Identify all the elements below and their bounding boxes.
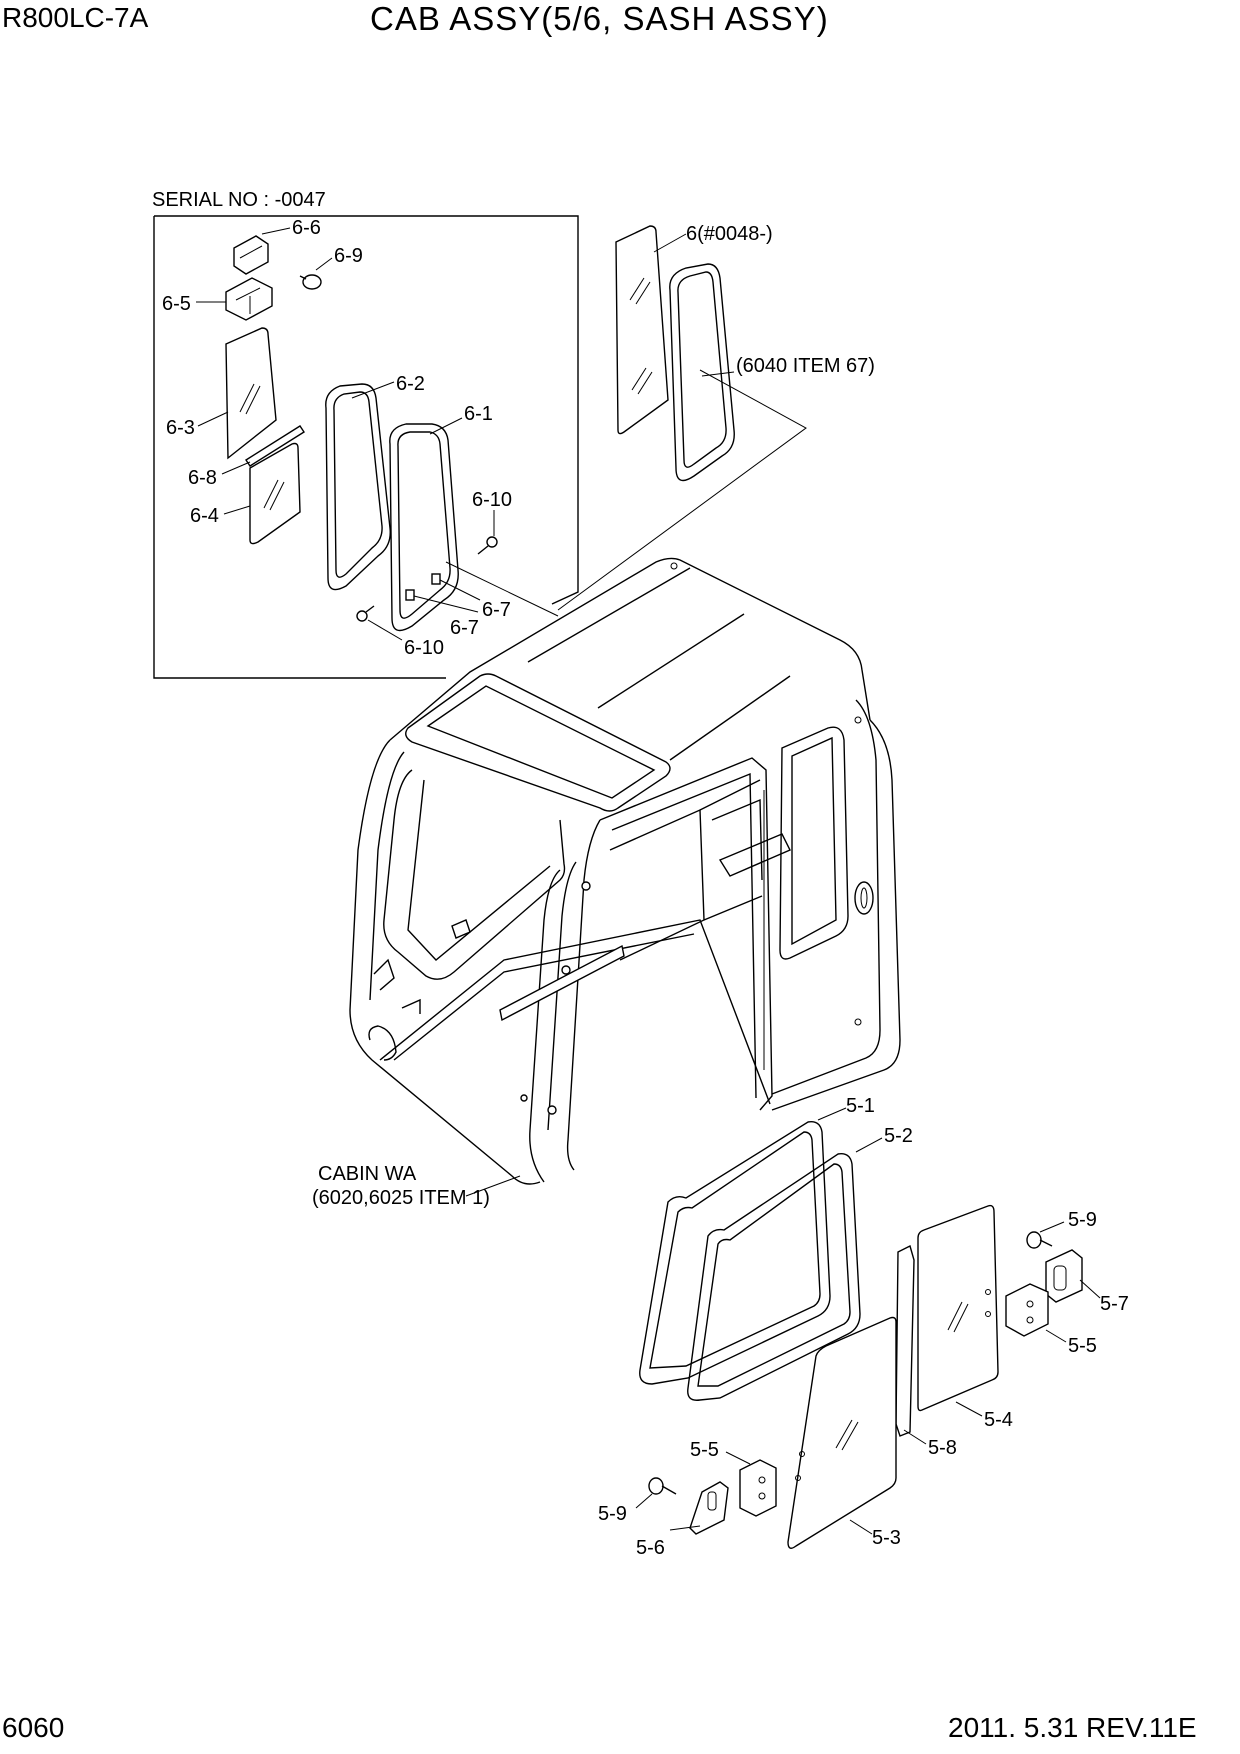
bolt-6-9 — [299, 274, 322, 290]
upper-glass-6-3 — [225, 327, 277, 460]
page-title: CAB ASSY(5/6, SASH ASSY) — [370, 0, 829, 37]
serial-inset-box: SERIAL NO : -0047 — [152, 189, 579, 679]
cabin-wa-label: CABIN WA — [318, 1163, 417, 1185]
seal-strip-6-8 — [245, 425, 305, 467]
revision-date: 2011. 5.31 REV.11E — [948, 1712, 1197, 1743]
callout-6-10-upper: 6-10 — [472, 489, 512, 511]
ref-6040-item-67: (6040 ITEM 67) — [736, 355, 875, 377]
callout-6-2: 6-2 — [396, 373, 425, 395]
callout-6-6: 6-6 — [292, 217, 321, 239]
callout-6-5: 6-5 — [162, 293, 191, 315]
callout-6-3: 6-3 — [166, 417, 195, 439]
callout-5-1: 5-1 — [846, 1095, 875, 1117]
sash-frame-6-1 — [389, 423, 459, 632]
sash5-leader-lines — [635, 1107, 1101, 1535]
lower-glass-6-4 — [249, 442, 301, 545]
callout-5-9-lower: 5-9 — [598, 1503, 627, 1525]
callout-5-8: 5-8 — [928, 1437, 957, 1459]
callout-6-7-upper: 6-7 — [482, 599, 511, 621]
glass-5-4 — [917, 1204, 999, 1412]
page-number: 6060 — [2, 1712, 65, 1743]
inset-leader-lines — [196, 227, 559, 641]
callout-6-1: 6-1 — [464, 403, 493, 425]
callout-6-8: 6-8 — [188, 467, 217, 489]
callout-5-5-lower: 5-5 — [690, 1439, 719, 1461]
screw-6-10-upper — [477, 536, 498, 555]
sash-assy-6-0048: 6(#0048-) (6040 ITEM 67) — [557, 223, 875, 611]
cabin-weldment: CABIN WA (6020,6025 ITEM 1) — [312, 557, 901, 1209]
callout-6-0048: 6(#0048-) — [686, 223, 773, 245]
bracket-5-6 — [689, 1481, 729, 1535]
screw-6-10-lower — [356, 605, 375, 622]
hinge-5-5-lower — [739, 1459, 777, 1517]
callout-5-4: 5-4 — [984, 1409, 1013, 1431]
seal-strip-5-8 — [895, 1244, 915, 1437]
callout-6-9: 6-9 — [334, 245, 363, 267]
callout-5-5-upper: 5-5 — [1068, 1335, 1097, 1357]
bolt-5-9-lower — [648, 1477, 677, 1495]
serial-number-label: SERIAL NO : -0047 — [152, 189, 326, 211]
callout-5-7: 5-7 — [1100, 1293, 1129, 1315]
sash-frame-5-2 — [687, 1153, 861, 1401]
model-number: R800LC-7A — [2, 2, 149, 33]
sash-frame-6-2 — [325, 383, 391, 591]
callout-5-6: 5-6 — [636, 1537, 665, 1559]
callout-6-4: 6-4 — [190, 505, 219, 527]
callout-6-7-lower: 6-7 — [450, 617, 479, 639]
callout-5-2: 5-2 — [884, 1125, 913, 1147]
glass-5-3 — [787, 1316, 897, 1549]
bracket-5-7 — [1045, 1249, 1083, 1303]
sash-frame-5-1 — [639, 1121, 831, 1385]
callout-5-9-upper: 5-9 — [1068, 1209, 1097, 1231]
callout-6-10-lower: 6-10 — [404, 637, 444, 659]
hinge-6-5 — [225, 277, 273, 321]
hinge-5-5-upper — [1005, 1283, 1049, 1337]
bolt-5-9-upper — [1026, 1231, 1053, 1249]
hinge-bracket-6-6 — [233, 235, 269, 275]
callout-5-3: 5-3 — [872, 1527, 901, 1549]
cabin-wa-ref: (6020,6025 ITEM 1) — [312, 1187, 490, 1209]
